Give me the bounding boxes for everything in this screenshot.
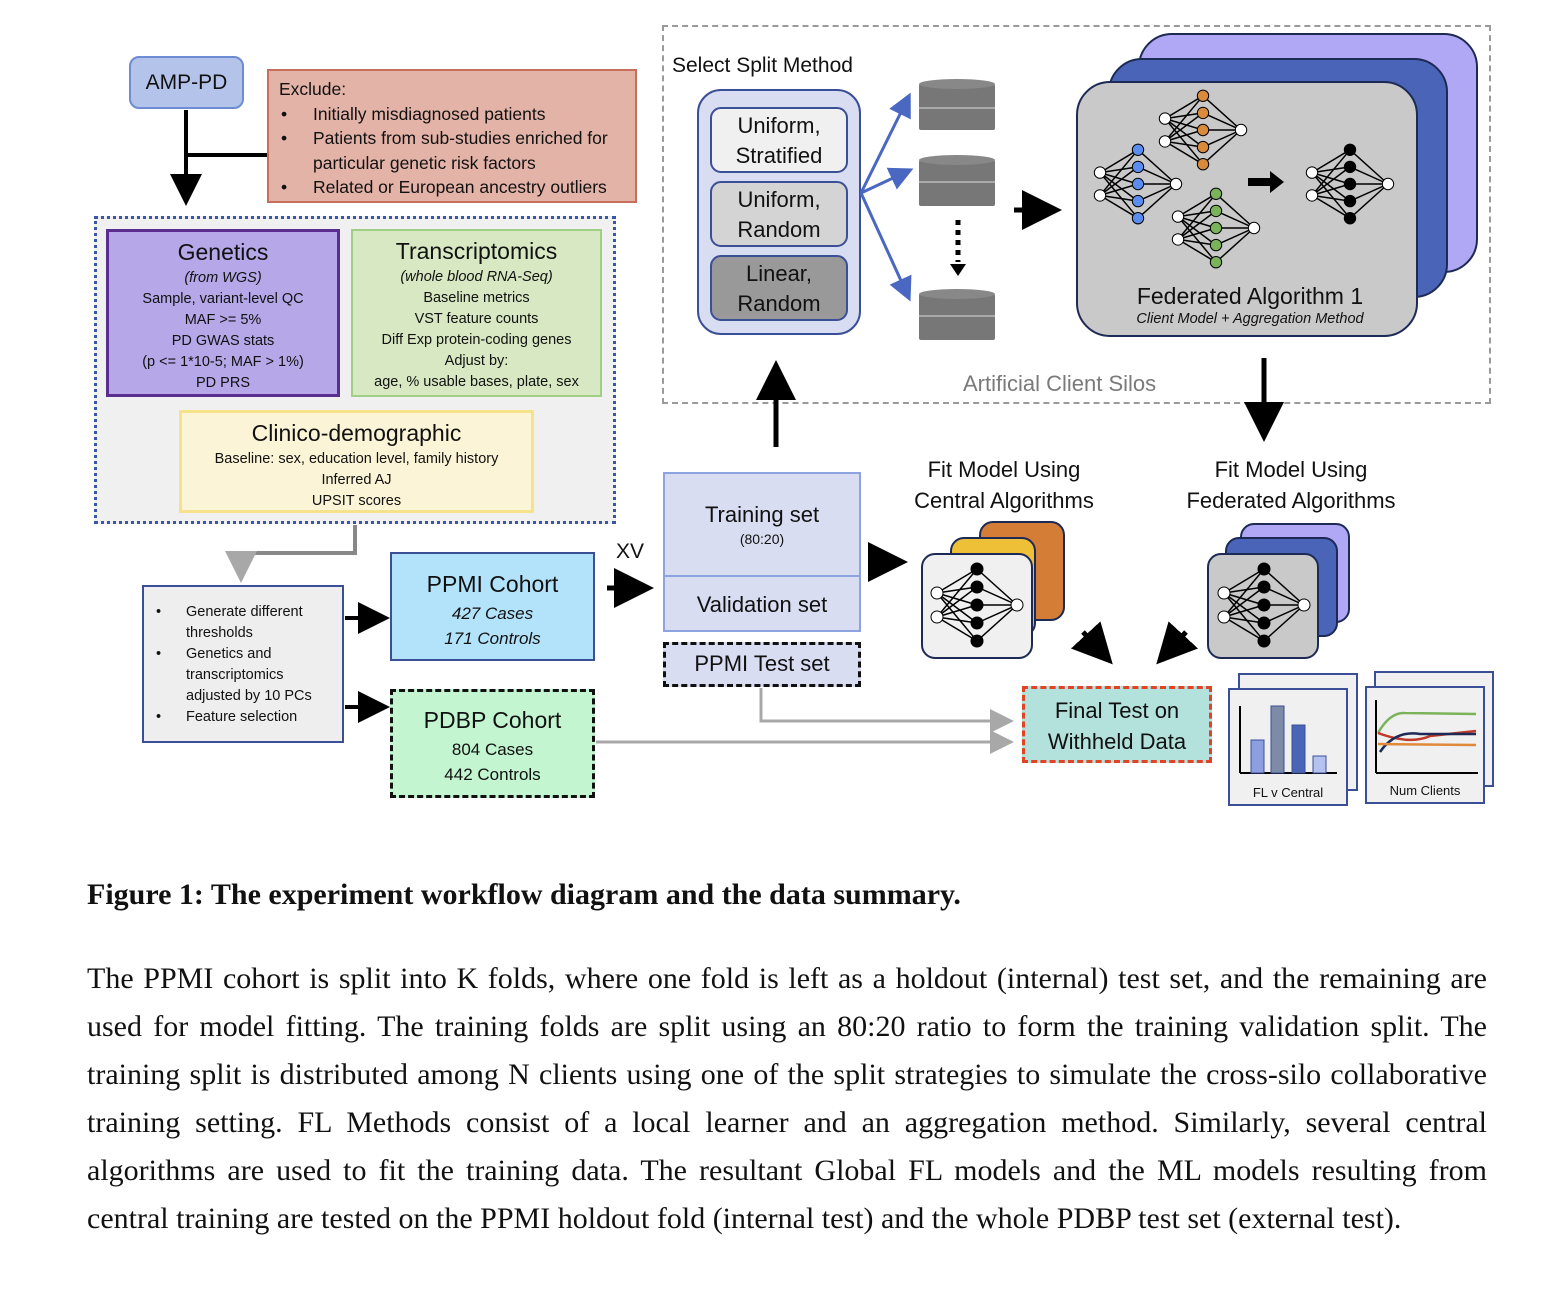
clinico-demographic-box: Clinico-demographic Baseline: sex, educa…: [179, 410, 534, 513]
pdbp-controls: 442 Controls: [444, 765, 541, 784]
fit-federated-label: Fit Model Using Federated Algorithms: [1186, 457, 1396, 513]
clinico-title: Clinico-demographic: [251, 420, 462, 446]
exclude-item: Patients from sub-studies enriched for p…: [281, 126, 625, 175]
ppmi-controls: 171 Controls: [444, 629, 541, 648]
split-method-title: Select Split Method: [672, 54, 853, 77]
split-option-linear-random: Linear, Random: [710, 255, 848, 321]
amp-to-modalities-arrow: [170, 110, 267, 206]
genetics-line: Sample, variant-level QC: [142, 291, 304, 307]
transcriptomics-line: VST feature counts: [414, 311, 539, 327]
silos-label: Artificial Client Silos: [963, 371, 1157, 396]
line-chart-label: Num Clients: [1389, 783, 1461, 798]
transcriptomics-line: Adjust by:: [444, 353, 509, 369]
split-option-uniform-stratified: Uniform, Stratified: [710, 107, 848, 173]
split-method-box: Uniform, Stratified Uniform, Random Line…: [697, 89, 861, 335]
client-silos-frame: [662, 25, 1491, 404]
genetics-box: Genetics (from WGS) Sample, variant-leve…: [106, 229, 340, 397]
validation-set: Validation set: [696, 592, 828, 617]
bar-chart-label: FL v Central: [1252, 785, 1324, 800]
xv-label: XV: [616, 540, 645, 563]
split-option-uniform-random: Uniform, Random: [710, 181, 848, 247]
ppmi-test-to-final-arrow: [759, 688, 1014, 733]
processing-item: Generate different thresholds: [156, 602, 338, 644]
clinico-line: UPSIT scores: [311, 493, 402, 509]
figure-caption-body: The PPMI cohort is split into K folds, w…: [87, 962, 1487, 1235]
processing-item: Genetics and transcriptomics adjusted by…: [156, 644, 338, 707]
training-ratio: (80:20): [739, 531, 785, 547]
federated-algorithm-subtitle: Client Model + Aggregation Method: [1136, 311, 1364, 327]
transcriptomics-line: Baseline metrics: [423, 290, 530, 306]
genetics-line: PD PRS: [196, 375, 250, 391]
genetics-subtitle: (from WGS): [184, 270, 262, 286]
modalities-to-processing-arrow: [225, 525, 357, 583]
central-to-final-arrow: [1070, 621, 1113, 665]
ppmi-cohort-box: PPMI Cohort 427 Cases 171 Controls: [390, 552, 595, 661]
train-validation-box: Training set (80:20) Validation set: [663, 472, 861, 632]
ppmi-test-set: PPMI Test set: [663, 642, 861, 687]
central-card-front: [921, 553, 1033, 659]
processing-box: Generate different thresholds Genetics a…: [142, 585, 344, 743]
pdbp-cases: 804 Cases: [451, 740, 534, 759]
genetics-line: PD GWAS stats: [171, 333, 275, 349]
ppmi-title: PPMI Cohort: [426, 571, 559, 597]
exclude-box: Exclude: Initially misdiagnosed patients…: [267, 69, 637, 203]
transcriptomics-subtitle: (whole blood RNA-Seq): [400, 269, 553, 285]
clinico-line: Inferred AJ: [321, 472, 392, 488]
bar-chart-thumb: FL v Central: [1228, 688, 1348, 806]
fit-central-label: Fit Model Using Central Algorithms: [914, 457, 1094, 513]
figure-caption-title: Figure 1: The experiment workflow diagra…: [87, 878, 961, 911]
exclude-item: Related or European ancestry outliers: [281, 175, 625, 200]
line-chart-thumb: Num Clients: [1365, 686, 1485, 804]
ppmi-cases: 427 Cases: [451, 604, 534, 623]
transcriptomics-title: Transcriptomics: [395, 238, 558, 264]
pdbp-cohort-box: PDBP Cohort 804 Cases 442 Controls: [390, 689, 595, 798]
clinico-line: Baseline: sex, education level, family h…: [214, 451, 499, 467]
processing-item: Feature selection: [156, 707, 338, 728]
fed-to-final-arrow: [1156, 621, 1199, 665]
training-title: Training set: [704, 502, 820, 527]
genetics-line: MAF >= 5%: [184, 312, 262, 328]
genetics-title: Genetics: [177, 239, 269, 265]
amp-pd-node: AMP-PD: [129, 56, 244, 109]
final-test-box: Final Test on Withheld Data: [1022, 686, 1212, 763]
genetics-line: (p <= 1*10-5; MAF > 1%): [142, 354, 304, 370]
pdbp-title: PDBP Cohort: [423, 707, 562, 733]
transcriptomics-line: Diff Exp protein-coding genes: [381, 332, 572, 348]
exclude-item: Initially misdiagnosed patients: [281, 102, 625, 127]
transcriptomics-box: Transcriptomics (whole blood RNA-Seq) Ba…: [351, 229, 602, 397]
federated-algorithm-title: Federated Algorithm 1: [1136, 283, 1364, 309]
training-set: Training set (80:20): [665, 474, 859, 577]
transcriptomics-line: age, % usable bases, plate, sex: [374, 374, 579, 390]
exclude-title: Exclude:: [279, 79, 347, 99]
fed-small-card-front: [1207, 553, 1319, 659]
